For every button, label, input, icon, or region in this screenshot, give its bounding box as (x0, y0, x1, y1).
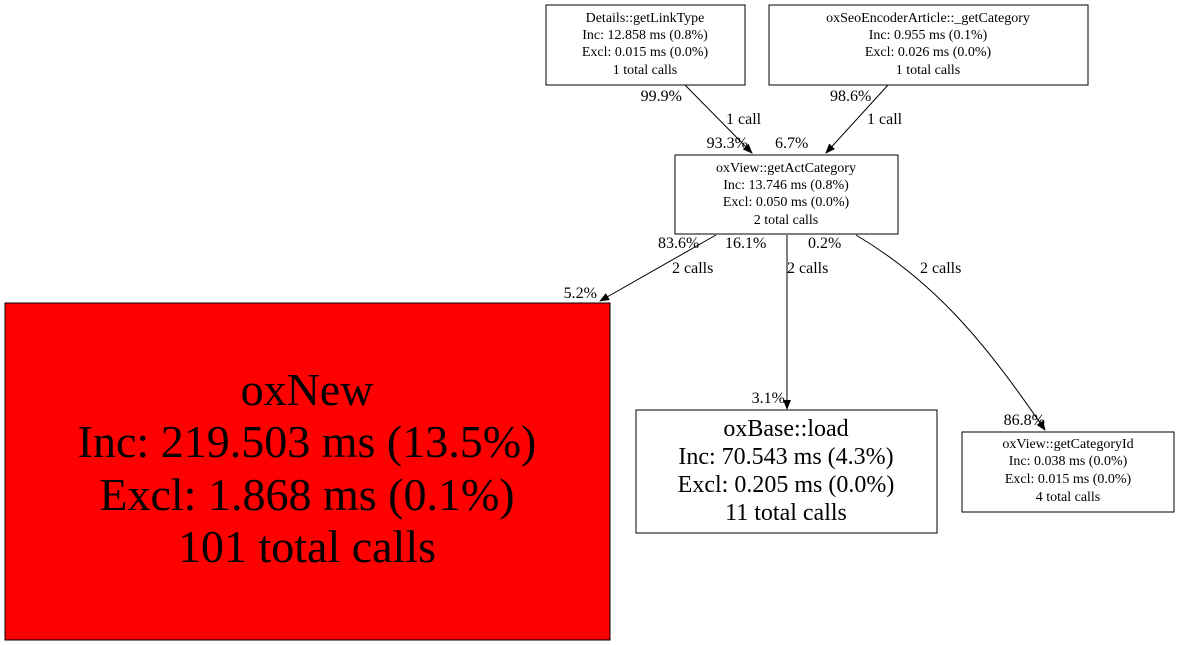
edge-call-label: 2 calls (920, 260, 961, 277)
edge-head-label: 86.8% (1004, 412, 1045, 429)
node-box (545, 4, 746, 86)
node-exclusive-time: Excl: 1.868 ms (0.1%) (99, 469, 514, 520)
edge-tail-label: 83.6% (658, 235, 699, 252)
edge-call-label: 1 call (726, 111, 762, 128)
node-exclusive-time: Excl: 0.015 ms (0.0%) (582, 45, 709, 60)
edge-head-label: 3.1% (752, 390, 785, 407)
node-oxview-getcategoryid[interactable]: oxView::getCategoryId Inc: 0.038 ms (0.0… (961, 431, 1175, 513)
node-total-calls: 11 total calls (725, 500, 847, 526)
edge-seoencoder-to-getactcategory: 98.6% 1 call 6.7% (775, 84, 903, 154)
edge-getactcategory-to-oxbase-load: 16.1% 2 calls 3.1% (725, 235, 828, 410)
node-function-name: oxView::getActCategory (716, 161, 856, 176)
node-inclusive-time: Inc: 0.038 ms (0.0%) (1009, 454, 1128, 469)
node-inclusive-time: Inc: 70.543 ms (4.3%) (678, 444, 893, 470)
node-box (4, 302, 611, 641)
edge-head-label: 6.7% (775, 135, 808, 152)
node-oxview-getactcategory[interactable]: oxView::getActCategory Inc: 13.746 ms (0… (674, 154, 899, 235)
node-total-calls: 2 total calls (754, 213, 819, 228)
edge-tail-label: 98.6% (830, 88, 871, 105)
node-box (674, 154, 899, 235)
node-box (635, 409, 938, 534)
node-box (961, 431, 1175, 513)
edge-details-to-getactcategory: 99.9% 1 call 93.3% (641, 84, 762, 154)
node-total-calls: 4 total calls (1036, 490, 1101, 505)
node-exclusive-time: Excl: 0.050 ms (0.0%) (723, 195, 850, 210)
node-inclusive-time: Inc: 13.746 ms (0.8%) (723, 178, 849, 193)
node-exclusive-time: Excl: 0.015 ms (0.0%) (1005, 472, 1132, 487)
node-inclusive-time: Inc: 0.955 ms (0.1%) (869, 28, 988, 43)
node-function-name: Details::getLinkType (586, 11, 705, 26)
node-function-name: oxSeoEncoderArticle::_getCategory (826, 11, 1030, 26)
node-oxnew[interactable]: oxNew Inc: 219.503 ms (13.5%) Excl: 1.86… (4, 302, 611, 641)
edge-getactcategory-to-getcategoryid: 0.2% 2 calls 86.8% (808, 234, 1046, 431)
node-function-name: oxView::getCategoryId (1002, 437, 1133, 452)
edge-line (599, 234, 717, 302)
node-exclusive-time: Excl: 0.026 ms (0.0%) (865, 45, 992, 60)
node-details-getlinktype[interactable]: Details::getLinkType Inc: 12.858 ms (0.8… (545, 4, 746, 86)
node-inclusive-time: Inc: 219.503 ms (13.5%) (78, 416, 537, 467)
node-oxseoencoderarticle-getcategory[interactable]: oxSeoEncoderArticle::_getCategory Inc: 0… (768, 4, 1089, 86)
edge-head-label: 93.3% (707, 135, 748, 152)
edge-head-label: 5.2% (564, 285, 597, 302)
node-exclusive-time: Excl: 0.205 ms (0.0%) (678, 472, 895, 498)
node-function-name: oxBase::load (723, 416, 848, 442)
node-box (768, 4, 1089, 86)
edge-tail-label: 16.1% (725, 235, 766, 252)
edge-tail-label: 99.9% (641, 88, 682, 105)
edge-call-label: 2 calls (672, 260, 713, 277)
node-total-calls: 1 total calls (613, 63, 678, 78)
edge-call-label: 2 calls (787, 260, 828, 277)
edge-call-label: 1 call (867, 111, 903, 128)
edge-line (855, 234, 1046, 431)
node-oxbase-load[interactable]: oxBase::load Inc: 70.543 ms (4.3%) Excl:… (635, 409, 938, 534)
edge-line (825, 84, 889, 154)
edge-tail-label: 0.2% (808, 235, 841, 252)
node-total-calls: 1 total calls (896, 63, 961, 78)
edge-getactcategory-to-oxnew: 83.6% 2 calls 5.2% (564, 234, 717, 302)
node-total-calls: 101 total calls (178, 521, 436, 572)
node-function-name: oxNew (241, 364, 375, 415)
node-inclusive-time: Inc: 12.858 ms (0.8%) (582, 28, 708, 43)
edge-line (684, 84, 753, 154)
